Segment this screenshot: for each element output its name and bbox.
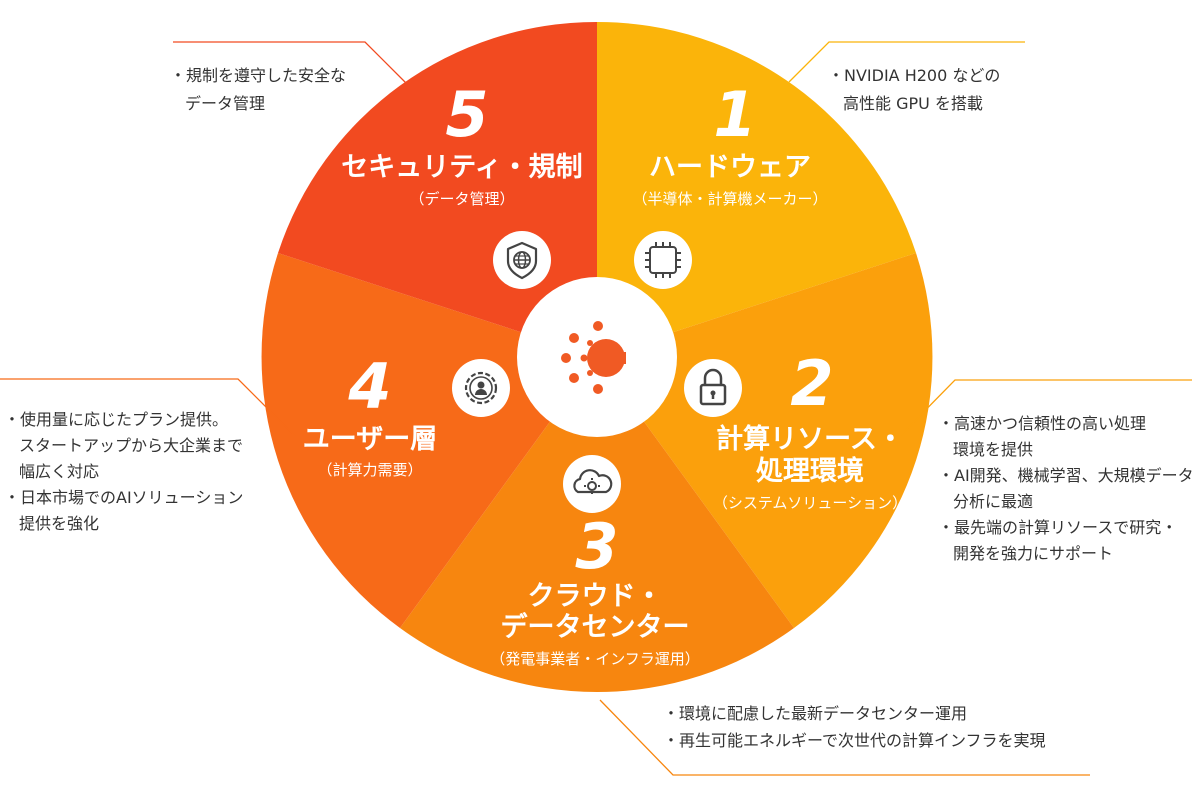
- segment-3-note: ・環境に配慮した最新データセンター運用: [663, 704, 967, 723]
- segment-2-note: ・最先端の計算リソースで研究・: [938, 518, 1177, 537]
- segment-3-notes: ・環境に配慮した最新データセンター運用 ・再生可能エネルギーで次世代の計算インフ…: [663, 704, 1046, 750]
- segment-1-title: ハードウェア: [649, 152, 811, 183]
- leader-line-2: [899, 379, 1192, 437]
- segment-3-subtitle: （発電事業者・インフラ運用）: [490, 650, 700, 668]
- segment-4: 4 ユーザー層 （計算力需要）: [303, 350, 510, 479]
- segment-3-slice: [400, 357, 794, 693]
- segment-3-title-line-1: クラウド・: [528, 581, 663, 612]
- segment-2-title-line-1: 計算リソース・: [716, 423, 904, 455]
- gpu-chip-icon: [634, 231, 692, 289]
- segment-3-number: 3: [575, 510, 618, 583]
- segment-5-note: ・規制を遵守した安全な: [170, 66, 346, 85]
- segment-4-note: ・使用量に応じたプラン提供。: [4, 410, 228, 429]
- segment-2-note: 分析に最適: [953, 492, 1033, 511]
- segment-4-notes: ・使用量に応じたプラン提供。 スタートアップから大企業まで 幅広く対応 ・日本市…: [4, 410, 243, 533]
- segment-4-note: スタートアップから大企業まで: [19, 436, 243, 455]
- segment-2-note: 開発を強力にサポート: [953, 544, 1113, 563]
- leader-line-1: [788, 41, 1025, 83]
- segment-2-title-line-2: 処理環境: [756, 455, 864, 487]
- segment-1: 1 ハードウェア （半導体・計算機メーカー）: [632, 78, 828, 289]
- segment-5-note: データ管理: [185, 94, 265, 113]
- leader-line-3: [599, 699, 1090, 776]
- segment-5-title: セキュリティ・規制: [341, 152, 582, 183]
- leader-line-4: [0, 378, 297, 438]
- segment-4-number: 4: [347, 350, 391, 423]
- center-hub: [517, 277, 677, 437]
- segment-4-note: ・日本市場でのAIソリューション: [4, 488, 243, 507]
- segment-2-slice: [597, 253, 933, 628]
- segment-5: 5 セキュリティ・規制 （データ管理）: [341, 78, 583, 289]
- segment-2-notes: ・高速かつ信頼性の高い処理 環境を提供 ・AI開発、機械学習、大規模データ 分析…: [938, 414, 1194, 563]
- leader-lines: [0, 41, 1192, 776]
- segment-2-note: ・高速かつ信頼性の高い処理: [938, 414, 1146, 433]
- segment-5-notes: ・規制を遵守した安全な データ管理: [170, 66, 346, 113]
- cloud-gear-icon: [563, 455, 621, 513]
- segment-5-number: 5: [445, 78, 488, 151]
- segment-2-number: 2: [790, 347, 833, 420]
- segment-1-note: ・NVIDIA H200 などの: [828, 66, 1000, 85]
- network-hub-icon: [561, 321, 626, 394]
- user-gear-icon: [452, 359, 510, 417]
- lock-icon: [684, 359, 742, 417]
- segment-1-subtitle: （半導体・計算機メーカー）: [632, 190, 827, 208]
- segment-1-note: 高性能 GPU を搭載: [843, 94, 983, 113]
- segment-5-subtitle: （データ管理）: [409, 190, 514, 208]
- segment-2-subtitle: （システムソリューション）: [713, 494, 907, 512]
- segment-3-note: ・再生可能エネルギーで次世代の計算インフラを実現: [663, 731, 1046, 750]
- segment-3: 3 クラウド・ データセンター （発電事業者・インフラ運用）: [490, 455, 700, 668]
- segment-2-note: 環境を提供: [953, 440, 1033, 459]
- leader-line-5: [173, 41, 407, 84]
- segment-4-note: 幅広く対応: [19, 462, 99, 481]
- segment-4-slice: [261, 253, 597, 628]
- segment-1-number: 1: [713, 78, 756, 151]
- shield-globe-icon: [493, 231, 551, 289]
- segment-4-note: 提供を強化: [19, 514, 99, 533]
- segment-2: 2 計算リソース・ 処理環境 （システムソリューション）: [684, 347, 907, 512]
- segment-4-title: ユーザー層: [303, 424, 437, 455]
- segment-3-title-line-2: データセンター: [501, 611, 690, 643]
- segment-2-note: ・AI開発、機械学習、大規模データ: [938, 466, 1194, 485]
- segment-1-notes: ・NVIDIA H200 などの 高性能 GPU を搭載: [828, 66, 1000, 113]
- segment-4-subtitle: （計算力需要）: [317, 461, 422, 479]
